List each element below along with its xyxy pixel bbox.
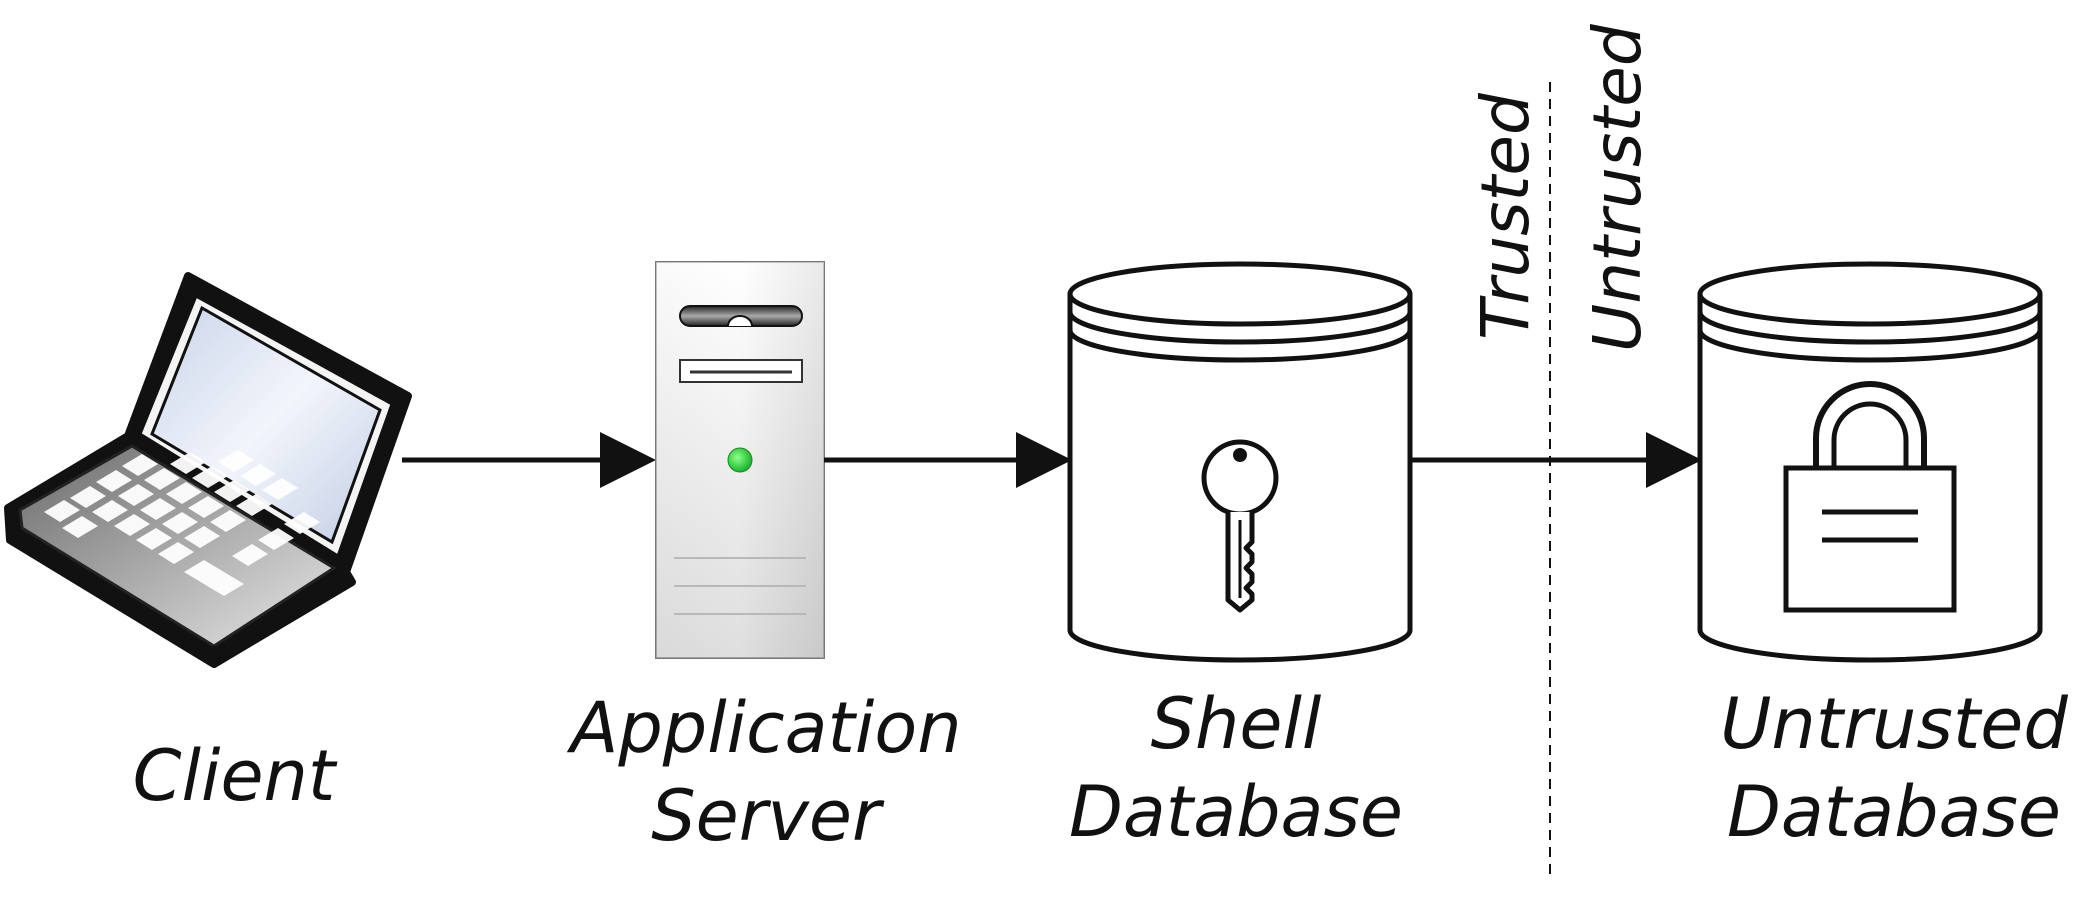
client-label: Client: [133, 735, 338, 817]
trust-boundary: Trusted Untrusted: [1467, 23, 1656, 876]
laptop-icon: [4, 272, 412, 668]
untrusted-db-label-line2: Database: [1727, 771, 2061, 853]
untrusted-db-node: Untrusted Database: [1697, 261, 2068, 853]
arrow-server-to-shell-db: [824, 432, 1072, 488]
shell-db-label-line2: Database: [1069, 771, 1403, 853]
trusted-zone-label: Trusted: [1467, 92, 1544, 340]
client-node: Client: [4, 272, 412, 817]
app-server-node: Application Server: [566, 261, 962, 857]
untrusted-db-label-line1: Untrusted: [1720, 683, 2068, 765]
server-tower-icon: [655, 261, 825, 659]
key-icon: [1201, 439, 1279, 613]
untrusted-zone-label: Untrusted: [1579, 23, 1656, 352]
app-server-label-line1: Application: [566, 687, 961, 769]
app-server-label-line2: Server: [651, 775, 885, 857]
shell-db-label-line1: Shell: [1151, 683, 1322, 765]
arrow-client-to-server: [402, 432, 656, 488]
shell-db-node: Shell Database: [1067, 261, 1413, 853]
padlock-icon: [1783, 381, 1957, 613]
arrow-shell-db-to-untrusted-db: [1410, 432, 1702, 488]
server-led-icon: [727, 447, 753, 473]
